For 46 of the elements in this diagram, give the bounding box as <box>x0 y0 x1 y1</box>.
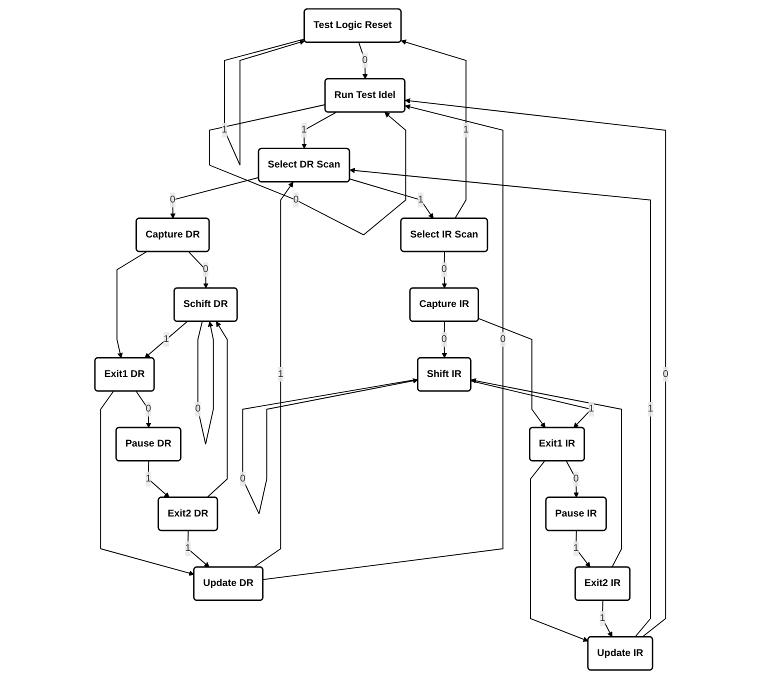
edge-label: 0 <box>202 264 208 275</box>
arrow <box>208 104 406 236</box>
arrow <box>197 321 214 445</box>
arrow <box>400 40 466 219</box>
arrow <box>442 321 447 358</box>
arrow <box>253 182 294 568</box>
arrow <box>242 378 418 514</box>
edge-label: 1 <box>418 194 424 205</box>
edge-label: 1 <box>222 124 228 136</box>
edge-label: 1 <box>163 334 169 344</box>
edge-label: 0 <box>441 334 447 344</box>
edge-label: 0 <box>500 334 506 344</box>
edge-label: 0 <box>170 194 176 205</box>
arrow <box>566 460 579 498</box>
arrow <box>144 321 188 358</box>
arrow <box>206 321 228 498</box>
arrow <box>116 251 147 358</box>
edge-label: 1 <box>648 404 654 414</box>
edge-label: 0 <box>145 404 151 414</box>
edge-label: 0 <box>662 368 668 380</box>
arrow <box>530 460 588 642</box>
edge-label: 0 <box>194 404 200 414</box>
arrow <box>442 251 447 288</box>
arrow <box>170 177 260 219</box>
edge-label: 0 <box>240 473 246 484</box>
arrow <box>358 42 368 80</box>
edge-label: 0 <box>573 473 579 484</box>
arrow <box>349 178 434 219</box>
arrow <box>301 112 336 149</box>
edge-label: 0 <box>362 54 368 66</box>
edge-label: 1 <box>301 124 307 136</box>
arrow <box>188 251 208 288</box>
arrow <box>100 390 194 576</box>
arrow <box>136 390 152 428</box>
edge-label: 1 <box>145 473 151 484</box>
edge-label: 1 <box>573 543 579 554</box>
edge-label: 1 <box>184 543 190 554</box>
arrow <box>478 318 546 428</box>
arrow <box>224 38 305 166</box>
edge-label: 1 <box>588 404 594 414</box>
edge-label: 1 <box>278 368 284 380</box>
edge-label: 0 <box>293 194 299 205</box>
edge-label: 0 <box>441 264 447 275</box>
edge-label: 1 <box>463 124 469 136</box>
edge-label: 1 <box>600 612 606 624</box>
arrow <box>262 104 504 580</box>
